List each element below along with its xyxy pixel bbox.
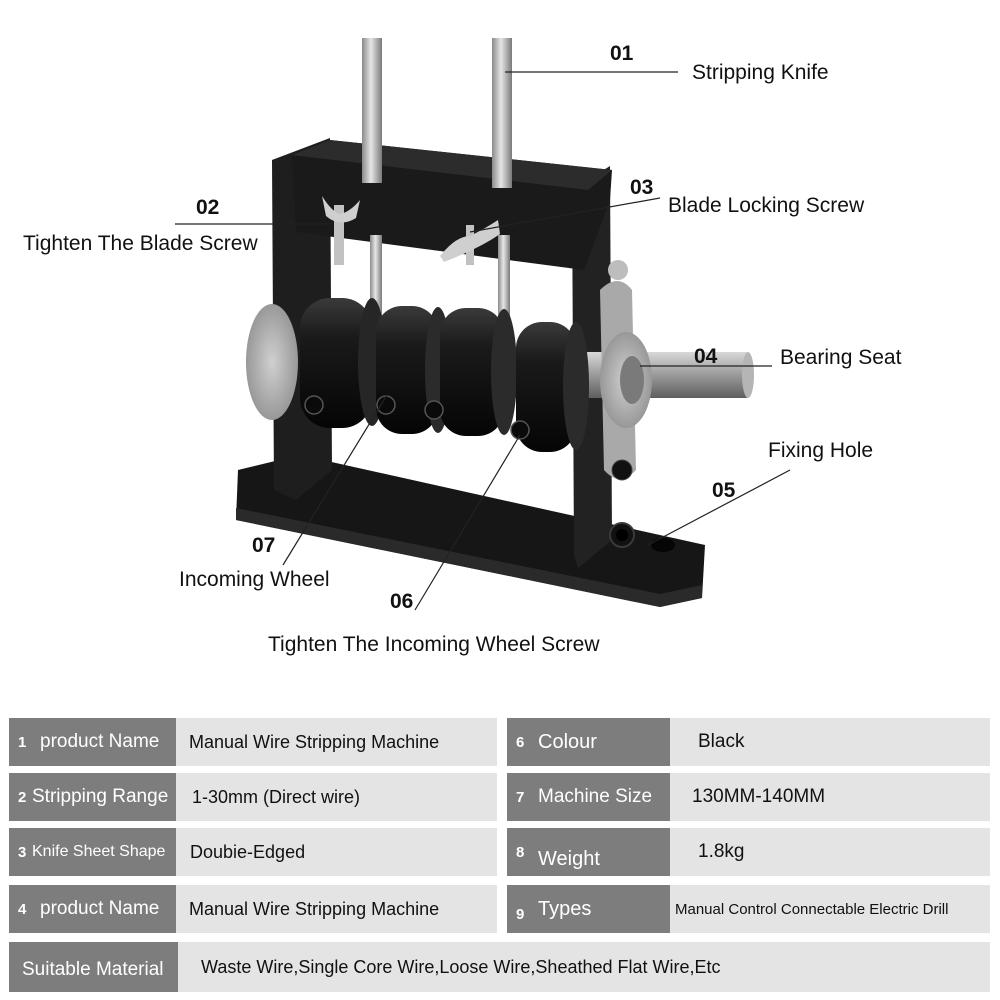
- spec-value-cell: Manual Wire Stripping Machine: [176, 718, 497, 766]
- spec-row-material: Suitable Material Waste Wire,Single Core…: [9, 942, 990, 992]
- wing-screw-left: [322, 196, 360, 265]
- spec-value: 130MM-140MM: [692, 786, 826, 807]
- leader-lines: [175, 71, 791, 611]
- wheel-set: [300, 298, 589, 452]
- spec-value-cell: 1.8kg: [670, 828, 990, 876]
- spec-key-cell: 7 Machine Size: [507, 773, 670, 821]
- spec-index: 9: [516, 905, 525, 923]
- spec-key: Weight: [538, 847, 600, 870]
- spec-key: Colour: [538, 730, 597, 753]
- callout-07: 07 Incoming Wheel: [179, 534, 330, 591]
- spec-value-cell: 1-30mm (Direct wire): [176, 773, 497, 821]
- spec-row-8: 8 Weight 1.8kg: [507, 828, 990, 876]
- spec-key-cell: Suitable Material: [9, 942, 178, 992]
- left-bearing: [246, 304, 298, 420]
- spec-value-cell: Doubie-Edged: [176, 828, 497, 876]
- spec-key-cell: 3 Knife Sheet Shape: [9, 828, 176, 876]
- callout-02: 02 Tighten The Blade Screw: [23, 196, 258, 255]
- callout-label: Incoming Wheel: [179, 568, 330, 591]
- spec-value: 1-30mm (Direct wire): [192, 786, 361, 807]
- callout-number: 04: [694, 345, 718, 368]
- guide-rod-right: [492, 38, 512, 188]
- callout-label: Stripping Knife: [692, 61, 829, 84]
- spec-key-cell: 9 Types: [507, 885, 670, 933]
- spec-key-cell: 8 Weight: [507, 828, 670, 876]
- spec-row-4: 4 product Name Manual Wire Stripping Mac…: [9, 885, 497, 933]
- spec-value-cell: Black: [670, 718, 990, 766]
- callout-number: 06: [390, 590, 413, 613]
- callout-label: Blade Locking Screw: [668, 194, 865, 217]
- machine-diagram: 01 Stripping Knife 02 Tighten The Blade …: [23, 38, 902, 656]
- spec-value: Black: [698, 731, 745, 752]
- callout-label: Bearing Seat: [780, 346, 902, 369]
- spec-row-9: 9 Types Manual Control Connectable Elect…: [507, 885, 990, 933]
- spec-index: 8: [516, 843, 525, 861]
- spec-row-2: 2 Stripping Range 1-30mm (Direct wire): [9, 773, 497, 821]
- spec-key: Suitable Material: [22, 959, 164, 980]
- spec-key-cell: 2 Stripping Range: [9, 773, 176, 821]
- guide-rod-left: [362, 38, 382, 183]
- spec-key-cell: 4 product Name: [9, 885, 176, 933]
- callout-03: 03 Blade Locking Screw: [630, 176, 865, 217]
- spec-key-cell: 1 product Name: [9, 718, 176, 766]
- callout-number: 02: [196, 196, 219, 219]
- spec-key: Stripping Range: [32, 786, 169, 807]
- spec-value: Waste Wire,Single Core Wire,Loose Wire,S…: [201, 956, 721, 977]
- callout-01: 01 Stripping Knife: [610, 42, 829, 84]
- callout-04: 04 Bearing Seat: [694, 345, 902, 369]
- spec-value: Manual Control Connectable Electric Dril…: [675, 900, 949, 918]
- spec-index: 4: [18, 900, 27, 918]
- spec-row-1: 1 product Name Manual Wire Stripping Mac…: [9, 718, 497, 766]
- base-plate: [236, 455, 705, 607]
- callout-label: Fixing Hole: [768, 439, 873, 462]
- callout-label: Tighten The Blade Screw: [23, 232, 258, 255]
- spec-row-7: 7 Machine Size 130MM-140MM: [507, 773, 990, 821]
- spec-key: Knife Sheet Shape: [32, 843, 166, 860]
- wing-screw-right: [440, 220, 500, 265]
- callout-number: 03: [630, 176, 653, 199]
- spec-row-3: 3 Knife Sheet Shape Doubie-Edged: [9, 828, 497, 876]
- spec-value: Doubie-Edged: [190, 842, 306, 862]
- spec-key: product Name: [40, 898, 160, 919]
- callout-number: 05: [712, 479, 736, 502]
- spec-value: Manual Wire Stripping Machine: [189, 731, 440, 752]
- spec-value: Manual Wire Stripping Machine: [189, 898, 440, 919]
- callout-label: Tighten The Incoming Wheel Screw: [268, 633, 600, 656]
- spec-index: 6: [516, 733, 525, 751]
- bearing-seat: [600, 260, 652, 481]
- spec-index: 1: [18, 733, 27, 751]
- spec-index: 7: [516, 788, 525, 806]
- machine-illustration: [236, 38, 754, 607]
- spec-value-cell: Waste Wire,Single Core Wire,Loose Wire,S…: [178, 942, 990, 992]
- fixing-hole-right: [651, 538, 675, 552]
- spec-key: product Name: [40, 731, 160, 752]
- spec-value: 1.8kg: [698, 841, 745, 862]
- callout-05: 05 Fixing Hole: [712, 439, 873, 502]
- callout-06: 06 Tighten The Incoming Wheel Screw: [268, 590, 600, 656]
- spec-key-cell: 6 Colour: [507, 718, 670, 766]
- spec-key: Types: [538, 897, 592, 920]
- spec-index: 3: [18, 843, 27, 861]
- callout-number: 07: [252, 534, 275, 557]
- spec-index: 2: [18, 788, 27, 806]
- spec-value-cell: Manual Control Connectable Electric Dril…: [670, 885, 990, 933]
- spec-value-cell: Manual Wire Stripping Machine: [176, 885, 497, 933]
- spec-row-6: 6 Colour Black: [507, 718, 990, 766]
- spec-key: Machine Size: [538, 786, 653, 807]
- callout-number: 01: [610, 42, 634, 65]
- spec-value-cell: 130MM-140MM: [670, 773, 990, 821]
